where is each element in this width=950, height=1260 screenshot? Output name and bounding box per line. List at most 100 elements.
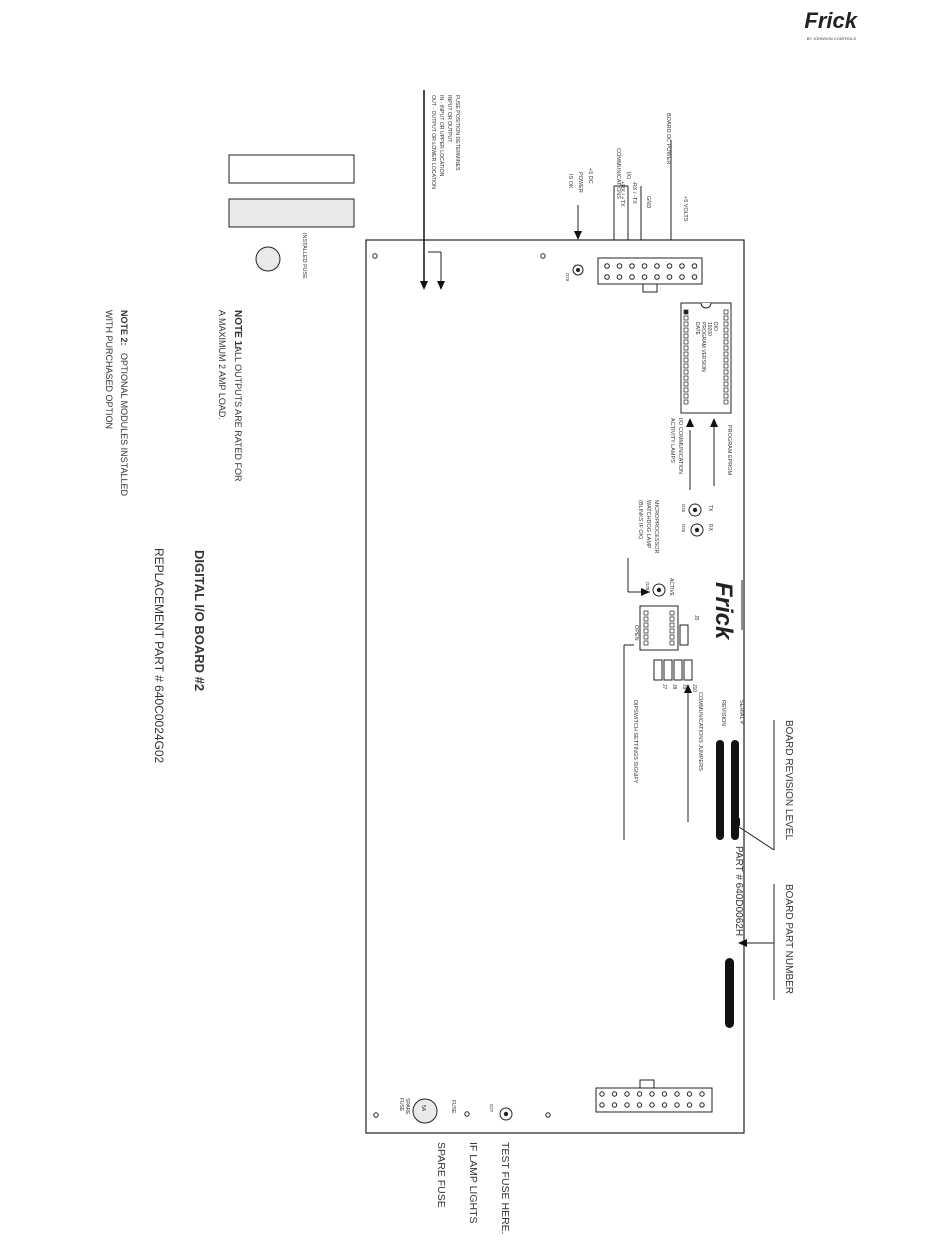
micro-label-1: MICROPROCESSOR bbox=[653, 500, 659, 554]
jumper-label-j7: J7 bbox=[661, 684, 667, 690]
dip-pin bbox=[643, 634, 649, 640]
rx-led-center bbox=[694, 527, 700, 533]
eprom-pin bbox=[683, 339, 689, 345]
note2-line1: OPTIONAL MODULES INSTALLED bbox=[119, 353, 129, 497]
d27-label: D27 bbox=[489, 1104, 494, 1113]
dip-pin bbox=[643, 640, 649, 646]
test-fuse-contact bbox=[464, 1111, 470, 1117]
eprom-pin bbox=[683, 327, 689, 333]
note1-line2: A MAXIMUM 2 AMP LOAD. bbox=[217, 310, 227, 420]
dip-pin bbox=[669, 634, 675, 640]
mounting-hole bbox=[540, 253, 546, 259]
eprom-pin bbox=[683, 309, 689, 315]
eprom-label-4: DATE bbox=[694, 322, 700, 336]
board-part-number-label: BOARD PART NUMBER bbox=[783, 884, 794, 994]
eprom-pin bbox=[723, 315, 729, 321]
test-fuse-caption: TEST FUSE HERE. bbox=[499, 1142, 511, 1235]
note2-heading: NOTE 2: bbox=[119, 310, 129, 346]
connector-pin bbox=[666, 274, 673, 280]
eprom-pin bbox=[723, 381, 729, 387]
board-dc-power-label: BOARD DC POWER bbox=[665, 113, 671, 164]
active-led-center bbox=[656, 587, 662, 593]
note1-line1: ALL OUTPUTS ARE RATED FOR bbox=[233, 346, 243, 482]
installed-fuse-symbol bbox=[255, 246, 281, 272]
connector-pin bbox=[629, 263, 635, 269]
power-comm-connector bbox=[597, 257, 703, 285]
connector-pin bbox=[686, 1102, 693, 1108]
serial-bar bbox=[731, 740, 739, 840]
fuse-note-arrow-1 bbox=[420, 281, 428, 290]
board-title: DIGITAL I/O BOARD #2 bbox=[192, 550, 207, 691]
connector-pin bbox=[674, 1102, 680, 1108]
dip-pin bbox=[643, 622, 649, 628]
dip-pin bbox=[669, 616, 675, 622]
board-revision-leader bbox=[735, 824, 775, 851]
tx-led-center bbox=[692, 507, 698, 513]
connector-pin bbox=[636, 1091, 643, 1097]
eprom-pin bbox=[723, 357, 729, 363]
eprom-pin bbox=[683, 393, 689, 399]
connector-key bbox=[639, 1079, 655, 1089]
eprom-pin bbox=[683, 345, 689, 351]
j5-jumper bbox=[679, 624, 689, 646]
eprom-label-1: DIO bbox=[712, 322, 718, 331]
mounting-hole bbox=[372, 253, 378, 259]
part-number-label: PART # 640D0062H bbox=[733, 846, 744, 936]
legend-shaded-box bbox=[228, 198, 355, 228]
fuse-position-note-2: INPUT OR OUTPUT bbox=[446, 95, 452, 143]
connector-pin bbox=[624, 1091, 630, 1097]
jumper-block bbox=[653, 659, 663, 681]
tx-label: TX bbox=[707, 505, 713, 512]
eprom-pin bbox=[723, 399, 729, 405]
gnd-label: GND bbox=[645, 196, 651, 208]
eprom-pin bbox=[723, 387, 729, 393]
fuse-position-note-3: IN - INPUT OR UPPER LOCATION bbox=[438, 95, 444, 177]
note2-line2: WITH PURCHASED OPTION bbox=[104, 310, 114, 429]
fuse-position-note-4: OUT - OUTPUT OR LOWER LOCATION bbox=[430, 95, 436, 189]
if-lamp-caption: IF LAMP LIGHTS bbox=[467, 1142, 479, 1224]
dipswitch-open-label: OPEN bbox=[633, 625, 639, 641]
dip-pin bbox=[643, 628, 649, 634]
j5-label: J5 bbox=[693, 615, 699, 621]
spare-fuse-rating: 5A bbox=[420, 1105, 426, 1112]
eprom-pin bbox=[723, 375, 729, 381]
connector-pin bbox=[616, 274, 623, 280]
mounting-hole bbox=[545, 1112, 551, 1118]
installed-fuse-label: INSTALLED FUSE bbox=[301, 233, 307, 279]
io-comm-arrow bbox=[686, 418, 694, 427]
io-comm-label-2: ACTIVITY LAMPS bbox=[669, 418, 675, 463]
eprom-pin bbox=[683, 387, 689, 393]
connector-pin bbox=[666, 263, 673, 269]
connector-pin bbox=[679, 263, 685, 269]
dip-pin bbox=[669, 622, 675, 628]
d29-led-center bbox=[576, 268, 580, 272]
connector-pin bbox=[599, 1091, 605, 1097]
revision-label: REVISION bbox=[720, 700, 726, 726]
eprom-pin bbox=[683, 315, 689, 321]
fuse-word-label: FUSE bbox=[450, 1100, 456, 1114]
eprom-pin bbox=[723, 369, 729, 375]
dip-pin bbox=[669, 640, 675, 646]
part-number-bar bbox=[725, 958, 734, 1028]
eprom-notch bbox=[700, 302, 712, 309]
eprom-pin bbox=[723, 339, 729, 345]
eprom-pin bbox=[683, 399, 689, 405]
connector-pin bbox=[641, 274, 648, 280]
dip-pin bbox=[669, 610, 675, 616]
eprom-pin bbox=[683, 375, 689, 381]
eprom-pin bbox=[723, 333, 729, 339]
board-frick-logo: Frick bbox=[710, 582, 737, 641]
connector-pin bbox=[654, 263, 660, 269]
legend-empty-box bbox=[228, 154, 355, 184]
d27-led-center bbox=[503, 1111, 509, 1117]
eprom-label-2: 19200 bbox=[706, 322, 712, 336]
dc-ok-label-1: +5 DC bbox=[587, 168, 593, 184]
jumper-label-j8: J8 bbox=[671, 684, 677, 690]
eprom-pin bbox=[723, 321, 729, 327]
connector-pin bbox=[599, 1102, 605, 1108]
d25-label: D25 bbox=[681, 504, 686, 513]
connector-key bbox=[642, 283, 658, 293]
connector-pin bbox=[649, 1102, 655, 1108]
connector-pin bbox=[616, 263, 623, 269]
